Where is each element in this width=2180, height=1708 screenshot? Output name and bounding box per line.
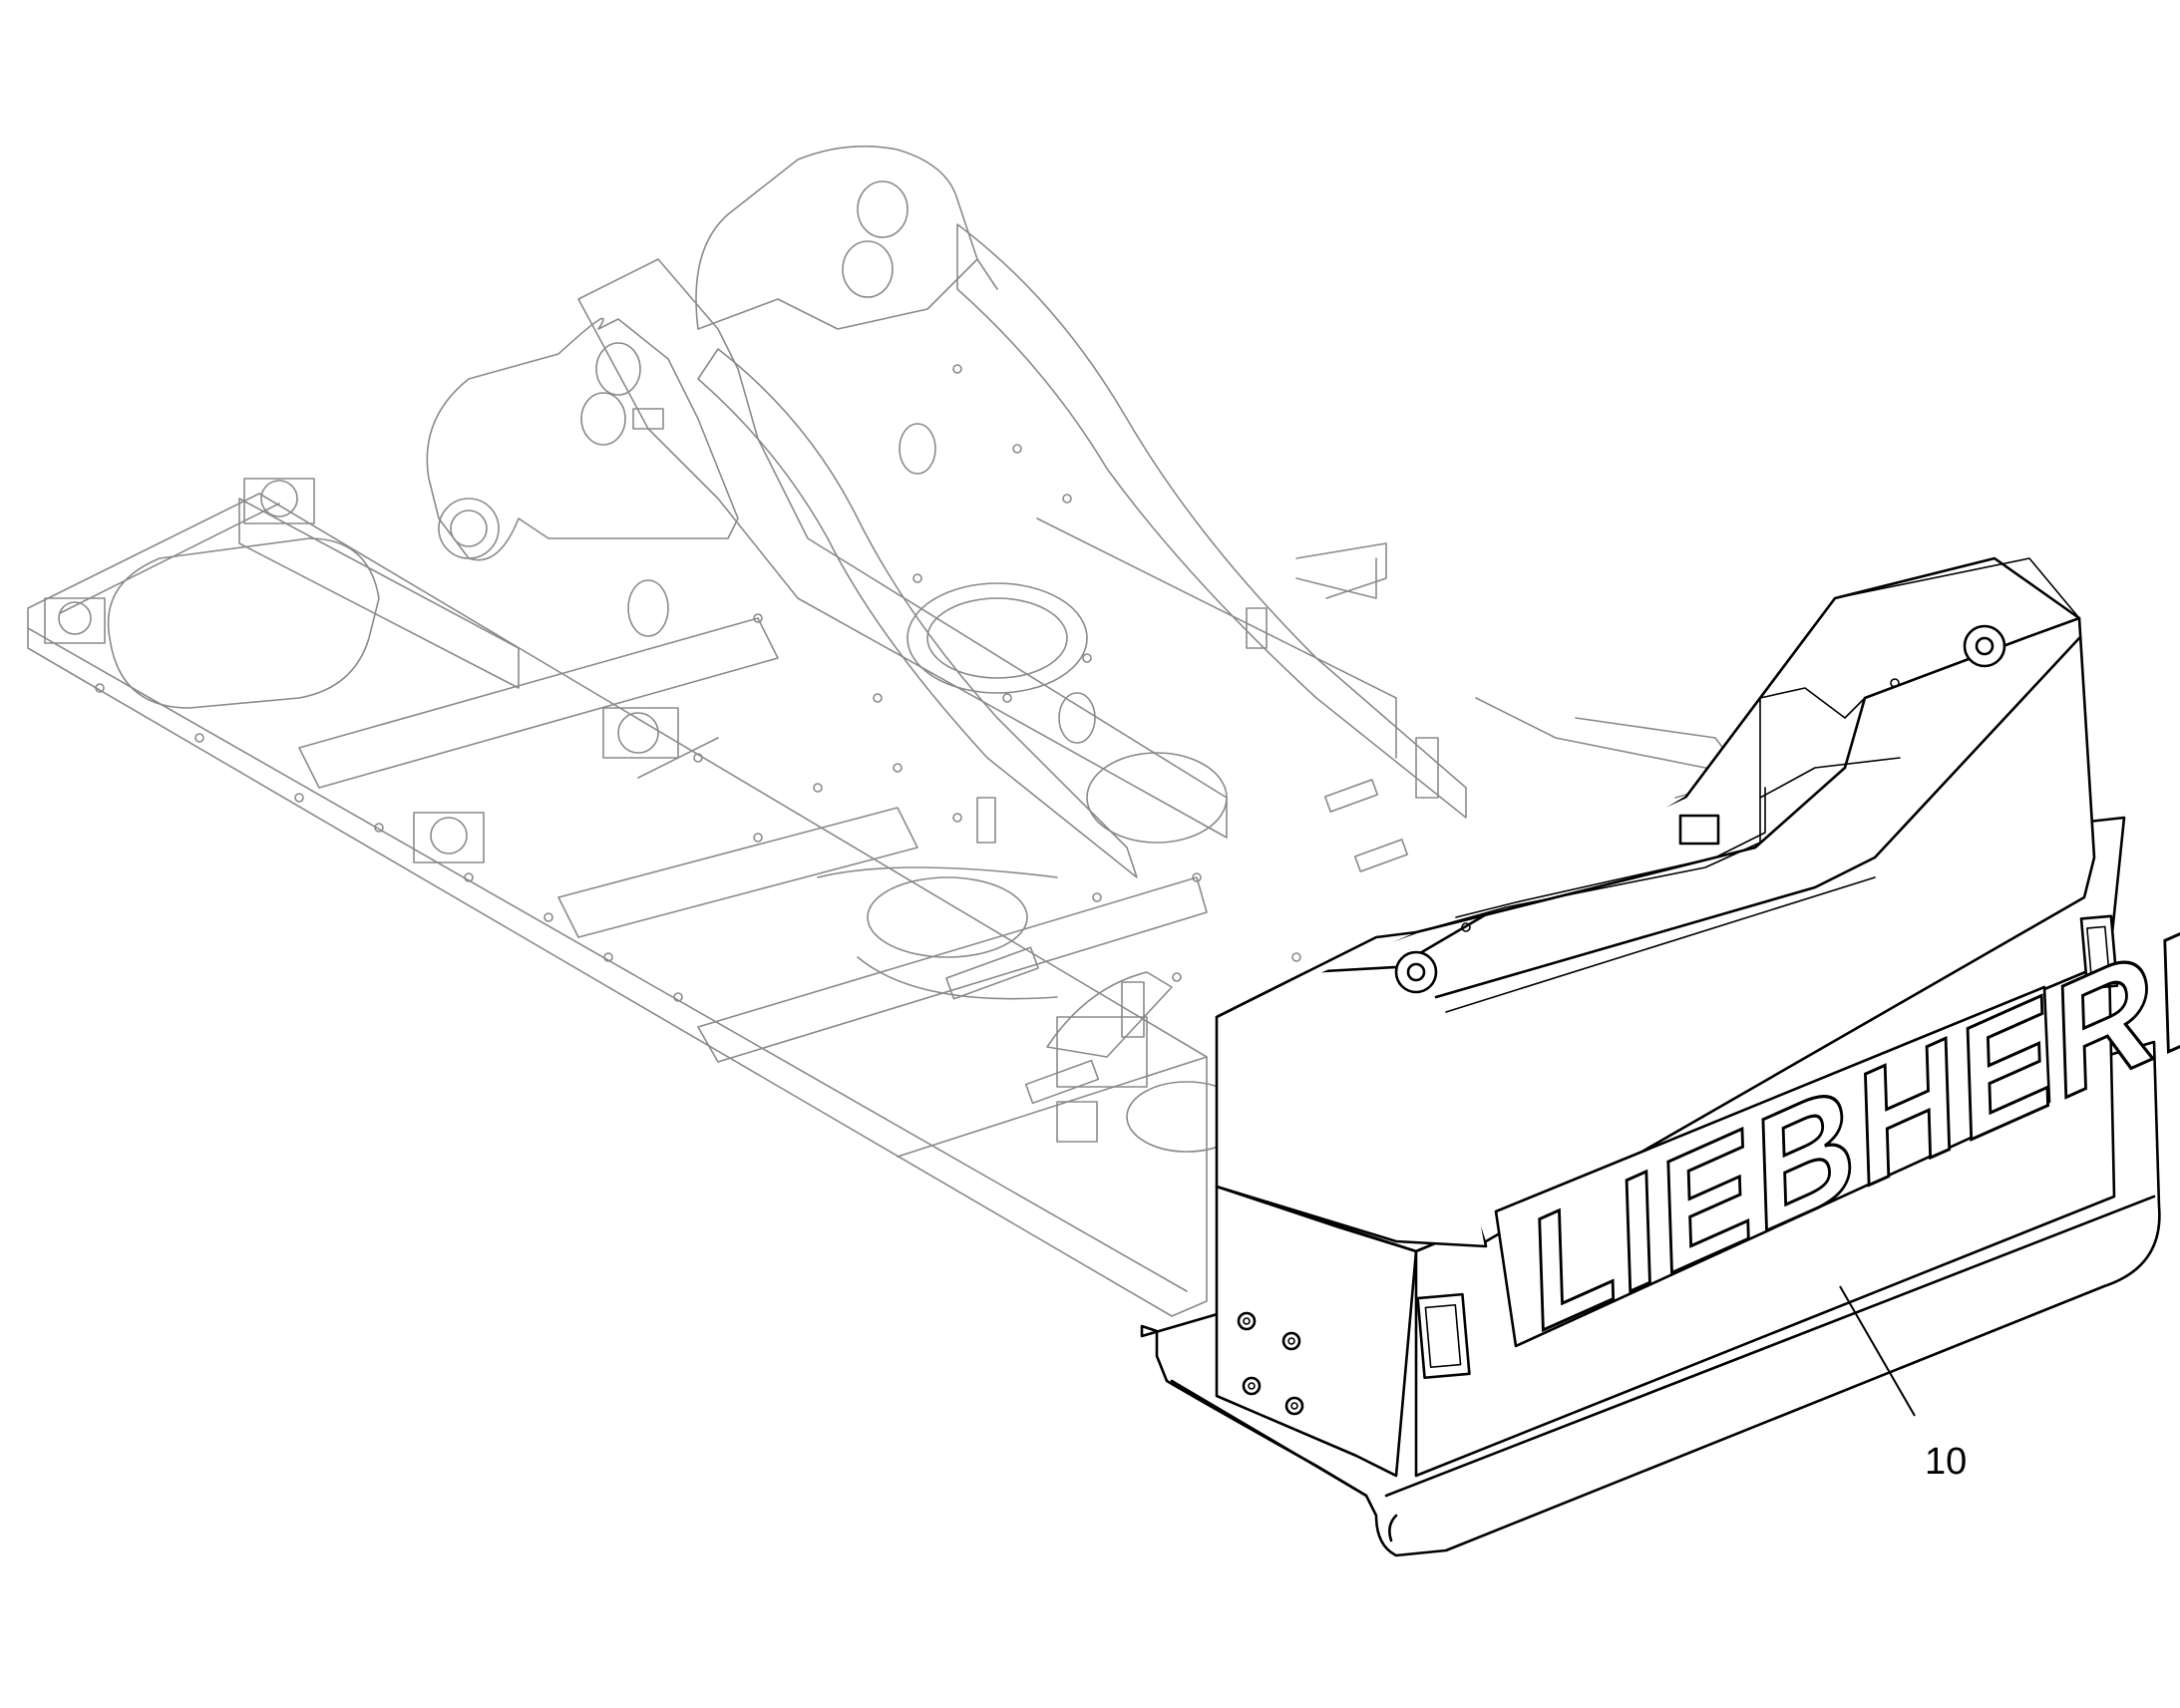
mount-pad-2 <box>243 478 315 524</box>
mount-pad-1 <box>44 597 106 644</box>
callout-label: 10 <box>1925 1441 1967 1483</box>
counterweight: LIEBHERR <box>1140 556 2180 1557</box>
mount-pad-4 <box>413 812 485 863</box>
mount-pad-3 <box>602 707 679 759</box>
leader-line <box>1839 1285 1916 1417</box>
uppercarriage-frame <box>27 145 1756 1317</box>
callout-10: 10 <box>1839 1285 1967 1483</box>
